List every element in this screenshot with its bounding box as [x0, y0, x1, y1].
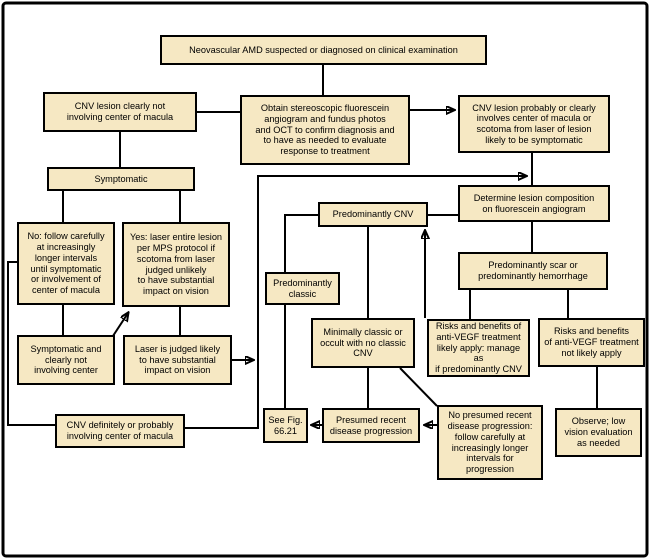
edge-no-cnv-definitely	[7, 261, 55, 426]
edge-minimally-no-presumed	[399, 367, 438, 407]
node-laser-impact: Laser is judged likely to have substanti…	[123, 335, 232, 385]
node-anti-vegf-likely: Risks and benefits of anti-VEGF treatmen…	[427, 319, 530, 377]
node-see-fig: See Fig. 66.21	[263, 408, 308, 443]
node-observe: Observe; low vision evaluation as needed	[555, 408, 642, 457]
edge-pred-cnv-pred-classic	[284, 214, 318, 272]
node-minimally-classic: Minimally classic or occult with no clas…	[311, 318, 415, 368]
node-determine-composition: Determine lesion composition on fluoresc…	[458, 185, 610, 222]
node-cnv-probably-center: CNV lesion probably or clearly involves …	[458, 95, 610, 153]
node-no-follow: No: follow carefully at increasingly lon…	[17, 222, 115, 305]
node-no-presumed-progression: No presumed recent disease progression: …	[437, 405, 543, 480]
edge-trunk-determine	[185, 176, 526, 429]
node-cnv-definitely: CNV definitely or probably involving cen…	[55, 414, 185, 448]
node-obtain-angiogram: Obtain stereoscopic fluorescein angiogra…	[240, 95, 410, 165]
node-symptomatic: Symptomatic	[47, 167, 195, 191]
node-predominantly-scar: Predominantly scar or predominantly hemo…	[458, 252, 608, 290]
node-symptomatic-not-involving: Symptomatic and clearly not involving ce…	[17, 335, 115, 385]
node-predominantly-cnv: Predominantly CNV	[318, 202, 428, 227]
node-yes-laser: Yes: laser entire lesion per MPS protoco…	[122, 222, 230, 307]
node-cnv-not-center: CNV lesion clearly not involving center …	[43, 92, 197, 132]
node-start: Neovascular AMD suspected or diagnosed o…	[160, 35, 487, 65]
node-anti-vegf-not-likely: Risks and benefits of anti-VEGF treatmen…	[538, 318, 645, 367]
edge-symptomatic-not-yes-laser	[110, 313, 128, 340]
node-presumed-progression: Presumed recent disease progression	[322, 408, 420, 443]
node-predominantly-classic: Predominantly classic	[265, 272, 340, 305]
